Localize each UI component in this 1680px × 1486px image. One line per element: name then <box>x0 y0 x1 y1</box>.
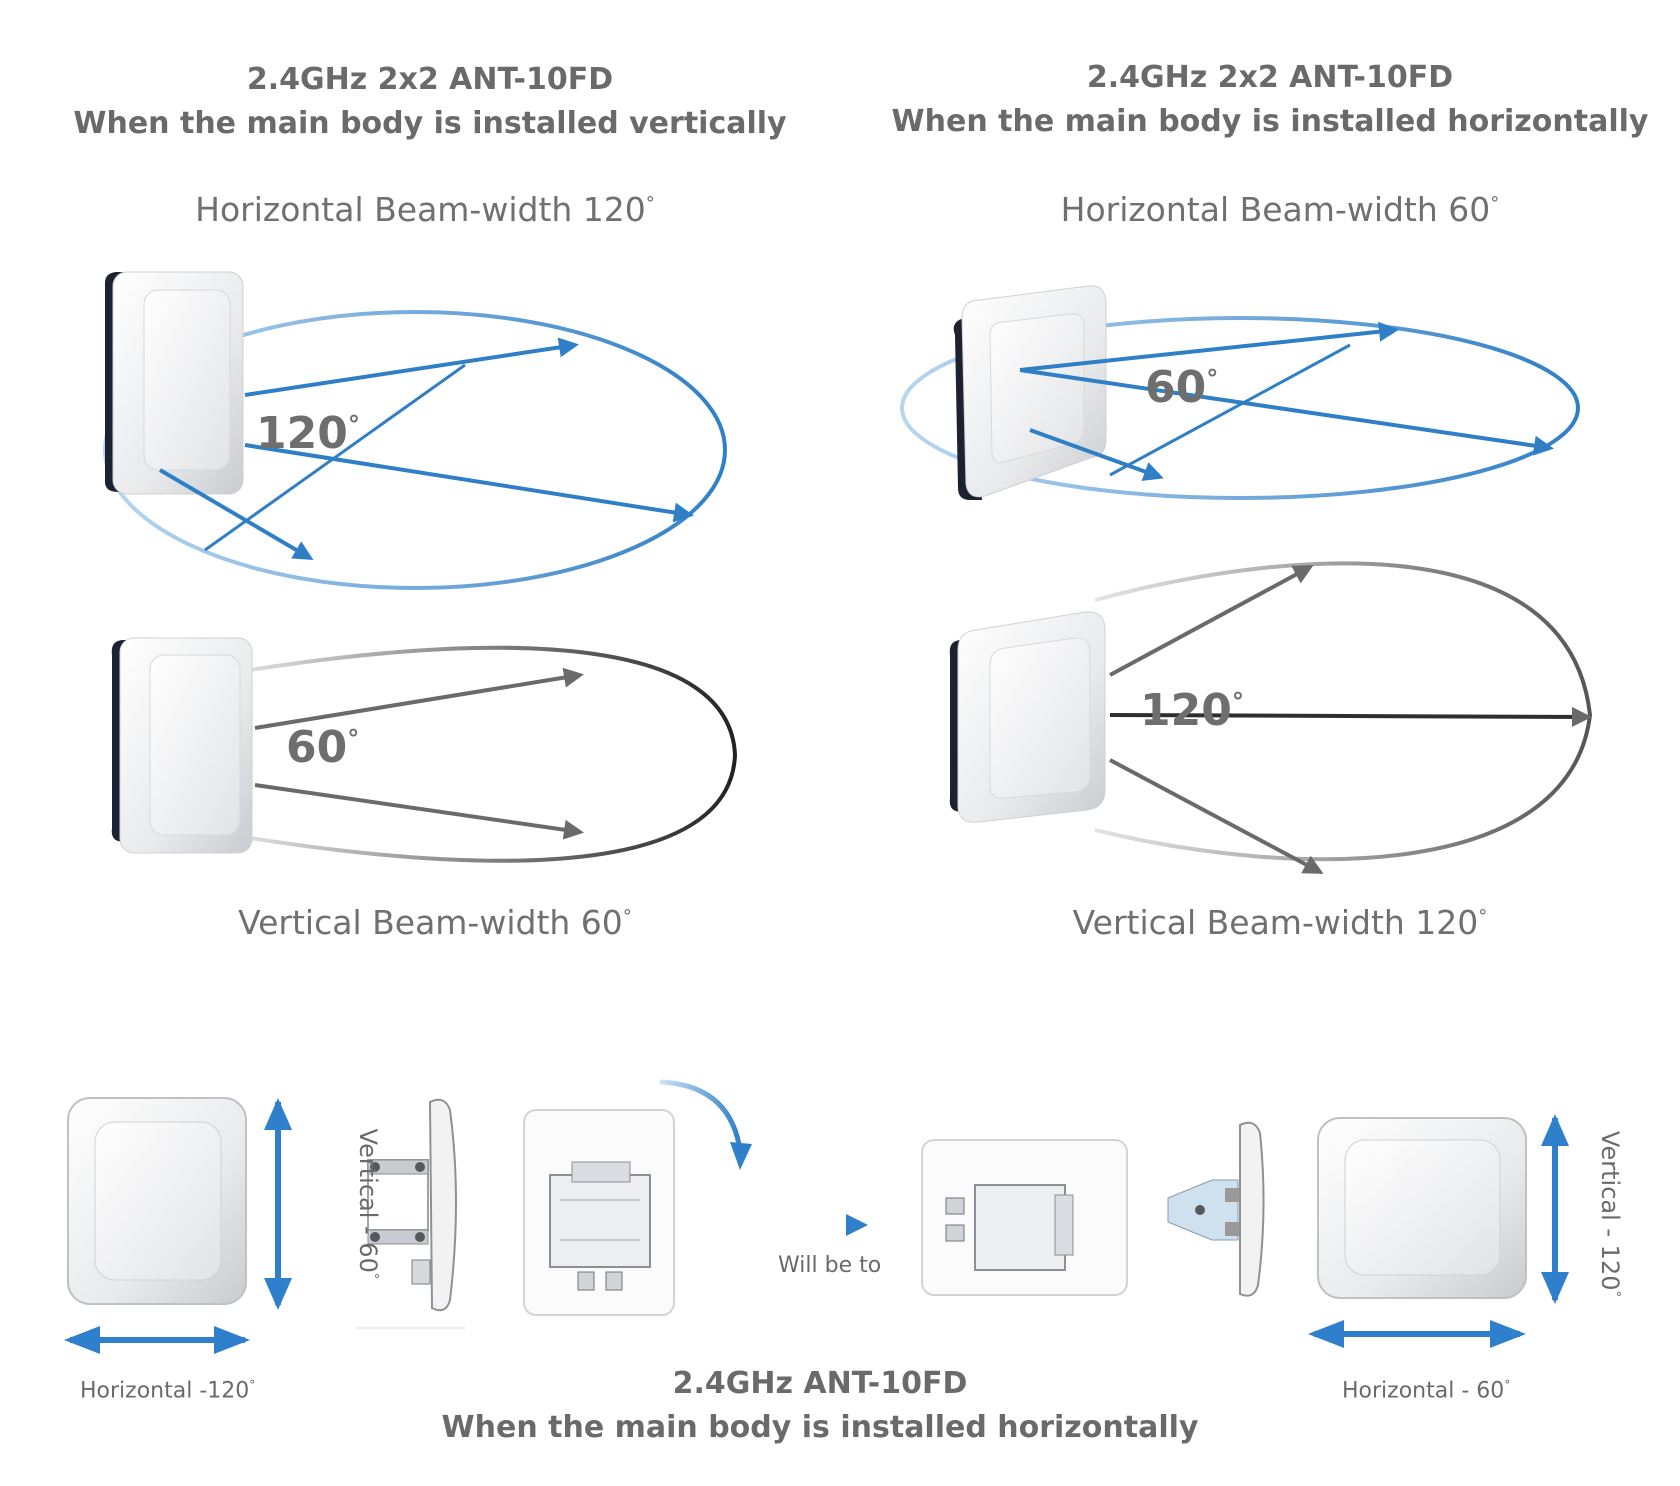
arrow-head <box>1490 1320 1526 1348</box>
bottom-vertical-left-label: Vertical - 60° <box>354 1128 382 1280</box>
left-vertical-beam-diagram <box>111 637 738 863</box>
left-horizontal-beam-arrow <box>244 337 579 397</box>
will-be-to-label: Will be to <box>778 1253 882 1278</box>
antenna-panel-vertical-2 <box>111 637 253 854</box>
right-horizontal-beam-label: Horizontal Beam-width 60° <box>1060 190 1500 229</box>
right-horizontal-beam-diagram <box>900 285 1580 500</box>
left-title-line2: When the main body is installed vertical… <box>73 106 787 141</box>
right-vertical-beam-arrow <box>1109 706 1592 727</box>
left-vertical-beam-outline <box>249 645 738 863</box>
left-horizontal-beam-label: Horizontal Beam-width 120° <box>195 190 655 229</box>
antenna-panel-vertical-3 <box>949 611 1106 823</box>
left-vertical-beam-arrow <box>254 783 584 840</box>
arrow-head <box>1308 1320 1344 1348</box>
right-horizontal-beam-arrow <box>1019 368 1554 456</box>
right-vertical-beam-arrow <box>1109 565 1314 677</box>
back-view-vertical <box>523 1109 675 1316</box>
arrow-head <box>264 1098 292 1130</box>
right-vertical-beam-arrow <box>1109 758 1324 874</box>
side-view-horizontal-mount <box>1167 1121 1265 1297</box>
side-view-vertical-mount <box>356 1098 465 1329</box>
right-vertical-angle-label: 120° <box>1140 685 1244 736</box>
left-vertical-beam-arrow <box>254 667 584 730</box>
bottom-title: 2.4GHz ANT-10FD When the main body is in… <box>430 1362 1210 1450</box>
right-vertical-beam-label: Vertical Beam-width 120° <box>1072 903 1488 942</box>
bottom-vertical-right-label: Vertical - 120° <box>1596 1130 1624 1298</box>
bottom-horizontal-left-label: Horizontal -120° <box>80 1378 256 1404</box>
bottom-panel-vertical <box>67 1097 247 1305</box>
arrow-head <box>264 1278 292 1310</box>
right-horizontal-beam-ellipse <box>900 316 1580 500</box>
left-horizontal-angle-label: 120° <box>256 408 360 459</box>
right-horizontal-beam-arrow <box>1029 428 1164 481</box>
right-title: 2.4GHz 2x2 ANT-10FD When the main body i… <box>880 56 1660 144</box>
left-horizontal-beam-arrow <box>158 468 314 561</box>
arrow-head <box>64 1326 100 1354</box>
left-horizontal-beam-diagram <box>103 271 727 590</box>
antenna-panel-vertical-1 <box>104 271 244 495</box>
arrow-head <box>846 1214 868 1236</box>
left-title-line1: 2.4GHz 2x2 ANT-10FD <box>246 62 614 97</box>
right-horizontal-beam-arrow <box>1019 321 1399 372</box>
arrow-head <box>1541 1114 1569 1146</box>
rotate-arrow <box>659 1079 743 1151</box>
antenna-panel-horizontal-1 <box>953 285 1107 500</box>
left-vertical-beam-label: Vertical Beam-width 60° <box>238 903 632 942</box>
bottom-title-line1: 2.4GHz ANT-10FD <box>672 1366 968 1401</box>
right-horizontal-beam-arrow <box>1109 343 1351 477</box>
arrow-head <box>214 1326 250 1354</box>
left-title: 2.4GHz 2x2 ANT-10FD When the main body i… <box>60 58 800 146</box>
rotate-arrow-head <box>730 1142 752 1170</box>
bottom-title-line2: When the main body is installed horizont… <box>441 1410 1199 1445</box>
bottom-horizontal-right-label: Horizontal - 60° <box>1342 1378 1511 1404</box>
right-title-line1: 2.4GHz 2x2 ANT-10FD <box>1086 60 1454 95</box>
right-vertical-beam-diagram <box>949 561 1593 874</box>
right-horizontal-angle-label: 60° <box>1145 362 1219 413</box>
left-vertical-angle-label: 60° <box>286 722 360 773</box>
bottom-panel-horizontal <box>1317 1117 1527 1299</box>
right-title-line2: When the main body is installed horizont… <box>891 104 1649 139</box>
arrow-head <box>1541 1272 1569 1304</box>
left-horizontal-beam-arrow <box>204 363 466 552</box>
left-horizontal-beam-arrow <box>244 443 694 523</box>
back-view-horizontal <box>921 1139 1128 1296</box>
